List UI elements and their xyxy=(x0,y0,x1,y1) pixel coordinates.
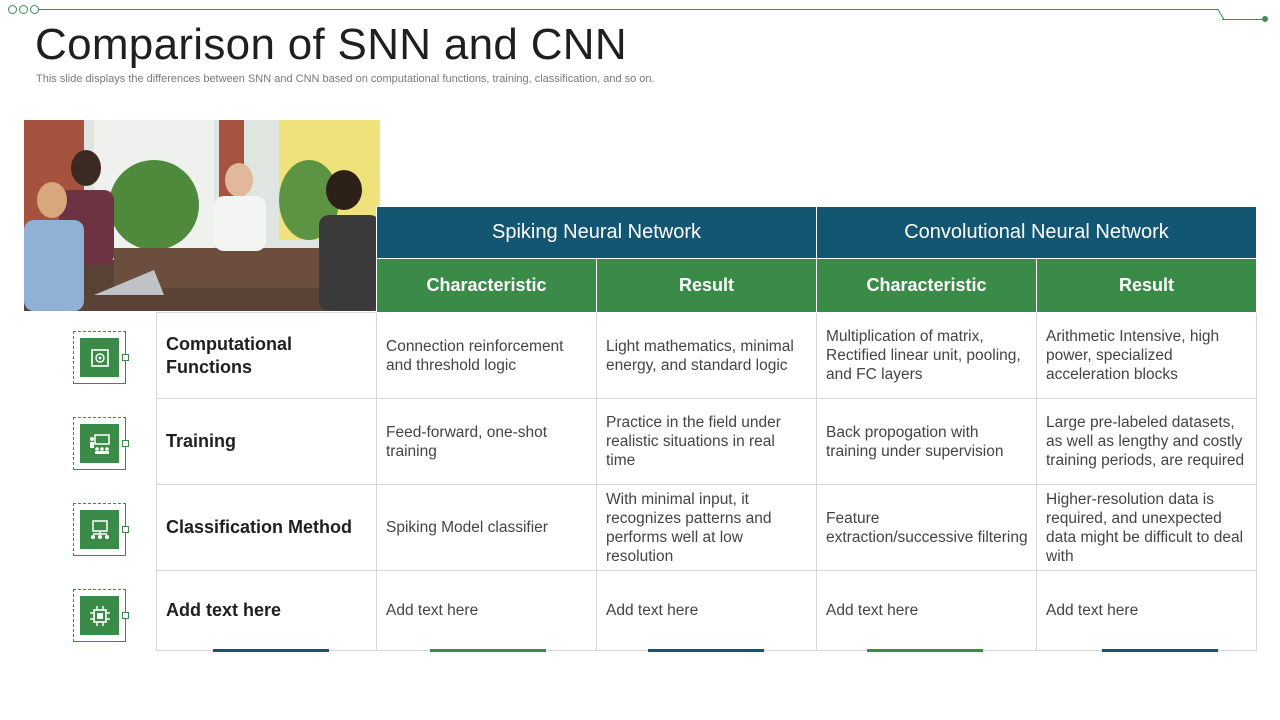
cell-cnn-characteristic: Multiplication of matrix, Rectified line… xyxy=(816,312,1037,399)
accent-bar-1 xyxy=(213,649,329,652)
cell-cnn-characteristic: Add text here xyxy=(816,570,1037,651)
table-corner-blank-2 xyxy=(157,259,377,313)
cell-cnn-characteristic: Feature extraction/successive filtering xyxy=(816,484,1037,571)
accent-bar-3 xyxy=(648,649,764,652)
cell-snn-result: Add text here xyxy=(596,570,817,651)
connector-square xyxy=(122,612,129,619)
row-label-add-text: Add text here xyxy=(156,570,377,651)
connector-square xyxy=(122,440,129,447)
cell-snn-result: Light mathematics, minimal energy, and s… xyxy=(596,312,817,399)
row-label-computational-functions: Computational Functions xyxy=(156,312,377,399)
top-decorative-line-end xyxy=(1222,19,1264,20)
table-corner-blank xyxy=(157,207,377,259)
top-circle-1 xyxy=(8,5,17,14)
subheader-cnn-characteristic: Characteristic xyxy=(816,258,1037,313)
classification-icon xyxy=(80,510,119,549)
top-line-step xyxy=(1212,9,1225,20)
cell-cnn-result: Arithmetic Intensive, high power, specia… xyxy=(1036,312,1257,399)
cell-cnn-result: Add text here xyxy=(1036,570,1257,651)
accent-bar-4 xyxy=(867,649,983,652)
cell-snn-result: Practice in the field under realistic si… xyxy=(596,398,817,485)
meeting-photo xyxy=(24,120,380,311)
cell-snn-characteristic: Feed-forward, one-shot training xyxy=(376,398,597,485)
table-row: Training Feed-forward, one-shot training… xyxy=(156,398,1257,485)
cell-snn-result: With minimal input, it recognizes patter… xyxy=(596,484,817,571)
cell-cnn-characteristic: Back propogation with training under sup… xyxy=(816,398,1037,485)
top-decorative-dot xyxy=(1262,16,1268,22)
header-cnn: Convolutional Neural Network xyxy=(816,206,1257,259)
connector-square xyxy=(122,526,129,533)
comparison-table: Spiking Neural Network Convolutional Neu… xyxy=(156,206,1257,651)
table-row: Classification Method Spiking Model clas… xyxy=(156,484,1257,571)
connector-square xyxy=(122,354,129,361)
accent-bar-2 xyxy=(430,649,546,652)
page-subtitle: This slide displays the differences betw… xyxy=(36,73,655,85)
page-title: Comparison of SNN and CNN xyxy=(35,20,627,69)
chip-icon xyxy=(80,596,119,635)
top-decorative-line xyxy=(38,9,1213,10)
top-circle-2 xyxy=(19,5,28,14)
cell-cnn-result: Large pre-labeled datasets, as well as l… xyxy=(1036,398,1257,485)
processor-icon-box xyxy=(73,331,129,384)
processor-icon xyxy=(80,338,119,377)
table-row: Computational Functions Connection reinf… xyxy=(156,312,1257,399)
training-icon xyxy=(80,424,119,463)
cell-cnn-result: Higher-resolution data is required, and … xyxy=(1036,484,1257,571)
subheader-snn-characteristic: Characteristic xyxy=(376,258,597,313)
subheader-snn-result: Result xyxy=(596,258,817,313)
classification-icon-box xyxy=(73,503,129,556)
table-row: Add text here Add text here Add text her… xyxy=(156,570,1257,651)
training-icon-box xyxy=(73,417,129,470)
cell-snn-characteristic: Connection reinforcement and threshold l… xyxy=(376,312,597,399)
accent-bar-5 xyxy=(1102,649,1218,652)
row-label-classification-method: Classification Method xyxy=(156,484,377,571)
cell-snn-characteristic: Add text here xyxy=(376,570,597,651)
header-snn: Spiking Neural Network xyxy=(376,206,817,259)
chip-icon-box xyxy=(73,589,129,642)
row-label-training: Training xyxy=(156,398,377,485)
subheader-cnn-result: Result xyxy=(1036,258,1257,313)
cell-snn-characteristic: Spiking Model classifier xyxy=(376,484,597,571)
